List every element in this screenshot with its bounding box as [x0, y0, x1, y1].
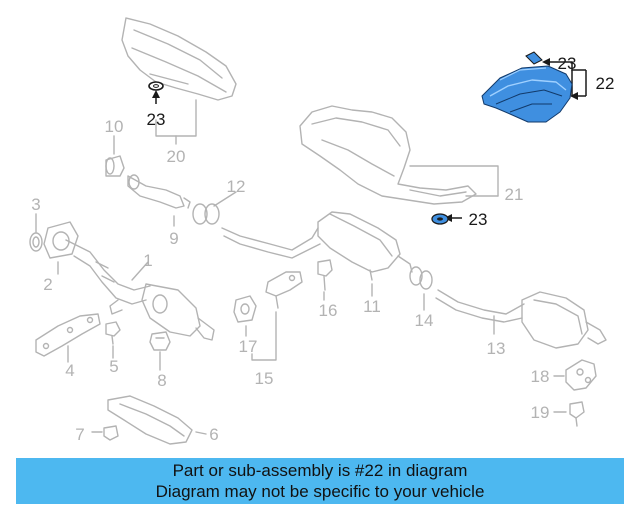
callout-12: 12: [227, 177, 246, 196]
callout-6: 6: [209, 425, 218, 444]
callout-18: 18: [531, 367, 550, 386]
part-12-clamp: [192, 203, 220, 225]
part-11-center-muffler: [221, 211, 413, 281]
part-9-flex-pipe: [127, 174, 191, 209]
callout-2: 2: [43, 275, 52, 294]
callout-21: 21: [505, 185, 524, 204]
callout-5: 5: [109, 357, 118, 376]
callout-13: 13: [487, 339, 506, 358]
part-10-connector: [105, 155, 125, 177]
part-22-heat-shield-highlighted: [481, 65, 573, 123]
part-3-ring: [29, 232, 43, 252]
banner-line-1: Part or sub-assembly is #22 in diagram: [172, 461, 468, 480]
callout-19: 19: [531, 403, 550, 422]
part-2-gasket: [43, 221, 79, 259]
callout-7: 7: [75, 425, 84, 444]
faded-leader-lines: [35, 99, 567, 435]
part-23-washer-left: [148, 81, 164, 91]
callout-22: 22: [596, 74, 615, 93]
part-20-heat-shield: [121, 17, 237, 101]
part-13-rear-muffler: [435, 289, 607, 349]
part-19-bolt: [569, 401, 585, 427]
part-1-front-pipe-converter: [65, 239, 215, 341]
part-4-bracket: [35, 313, 101, 357]
callout-1: 1: [143, 251, 152, 270]
part-16-bolt: [317, 259, 333, 291]
callout-10: 10: [105, 117, 124, 136]
callout-17: 17: [239, 337, 258, 356]
callout-14: 14: [415, 311, 434, 330]
part-23-washer-right: [431, 213, 449, 225]
part-5-bolt: [105, 321, 121, 345]
callout-3: 3: [31, 195, 40, 214]
part-17-insulator: [233, 295, 257, 323]
callout-15: 15: [255, 369, 274, 388]
active-callouts: 23 23 22 23: [147, 54, 615, 229]
part-21-heat-shield: [299, 105, 477, 205]
callout-20: 20: [167, 147, 186, 166]
part-8-clamp: [149, 331, 171, 351]
callout-4: 4: [65, 361, 74, 380]
callout-23-mid-right: 23: [469, 210, 488, 229]
part-14-clamp: [409, 266, 433, 290]
faded-callouts: 10 20 3 12 9 1 2 11 16 14 13 17 15 4 5 8…: [31, 117, 549, 444]
callout-16: 16: [319, 301, 338, 320]
callout-23-left-label: 23: [147, 110, 166, 129]
callout-11: 11: [363, 297, 381, 316]
banner-line-2: Diagram may not be specific to your vehi…: [155, 482, 485, 501]
part-15-hanger: [265, 271, 303, 309]
callout-8: 8: [157, 371, 166, 390]
callout-9: 9: [169, 229, 178, 248]
part-18-hanger-bracket: [565, 359, 597, 391]
callout-23-top-right: 23: [558, 54, 577, 73]
part-6-heat-shield: [107, 395, 193, 445]
part-23-pad: [525, 51, 543, 65]
info-banner: Part or sub-assembly is #22 in diagram D…: [16, 458, 624, 504]
part-7-bolt: [103, 425, 119, 441]
